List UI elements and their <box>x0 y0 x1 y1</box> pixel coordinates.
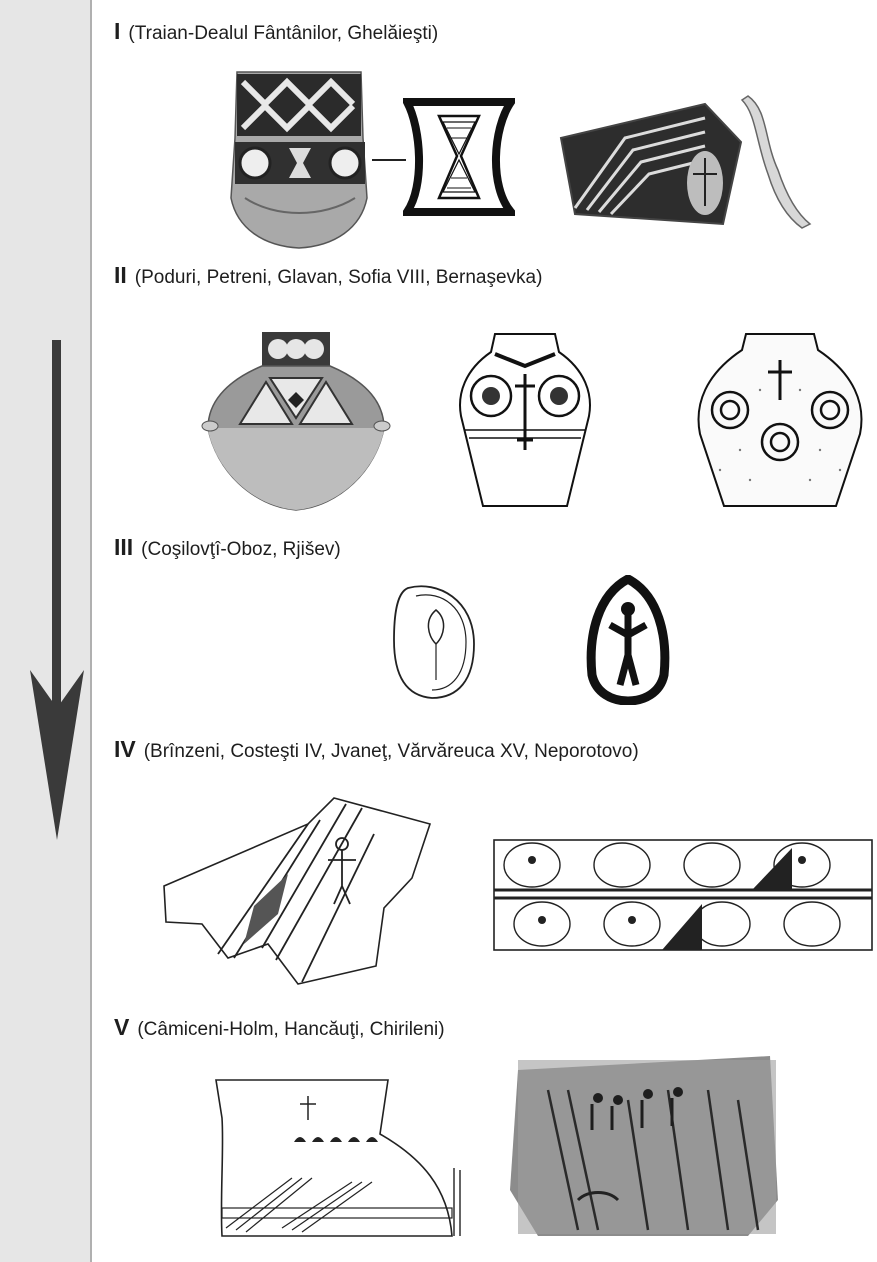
vessel-photo-v <box>508 1050 780 1240</box>
sherd-profile-i <box>738 90 818 230</box>
sherd-fragment-i <box>555 98 745 228</box>
vessel-drawing-v <box>212 1078 462 1238</box>
period-sites: (Poduri, Petreni, Glavan, Sofia VIII, Be… <box>135 267 543 288</box>
time-direction-arrow-icon <box>22 340 92 840</box>
period-sites: (Brînzeni, Costeşti IV, Jvaneţ, Vărvăreu… <box>144 741 639 762</box>
period-sites: (Traian-Dealul Fântânilor, Ghelăieşti) <box>128 23 438 44</box>
sherd-outline-iii <box>388 580 482 702</box>
painted-amphora-ii <box>200 330 392 512</box>
period-numeral: V <box>114 1014 129 1040</box>
period-sites: (Coşilovţî-Oboz, Rjišev) <box>141 539 341 560</box>
period-heading-3: III (Coşilovţî-Oboz, Rjišev) <box>114 534 341 561</box>
vessel-photo-i-1 <box>225 68 373 250</box>
period-heading-1: I (Traian-Dealul Fântânilor, Ghelăieşti) <box>114 18 438 45</box>
period-numeral: I <box>114 18 120 44</box>
sherd-fragment-iv <box>158 794 434 990</box>
period-numeral: II <box>114 262 127 288</box>
outline-vessel-ii <box>455 330 595 510</box>
hourglass-motif-i <box>403 98 515 216</box>
stippled-vessel-ii <box>690 330 870 510</box>
period-numeral: IV <box>114 736 136 762</box>
period-sites: (Câmiceni-Holm, Hancăuţi, Chirileni) <box>137 1019 444 1040</box>
period-heading-5: V (Câmiceni-Holm, Hancăuţi, Chirileni) <box>114 1014 445 1041</box>
sherd-anthropomorph-iii <box>584 575 672 705</box>
period-heading-2: II (Poduri, Petreni, Glavan, Sofia VIII, … <box>114 262 542 289</box>
connector-line <box>372 158 406 162</box>
period-heading-4: IV (Brînzeni, Costeşti IV, Jvaneţ, Vărvăr… <box>114 736 639 763</box>
period-numeral: III <box>114 534 133 560</box>
frieze-band-iv <box>492 838 874 952</box>
